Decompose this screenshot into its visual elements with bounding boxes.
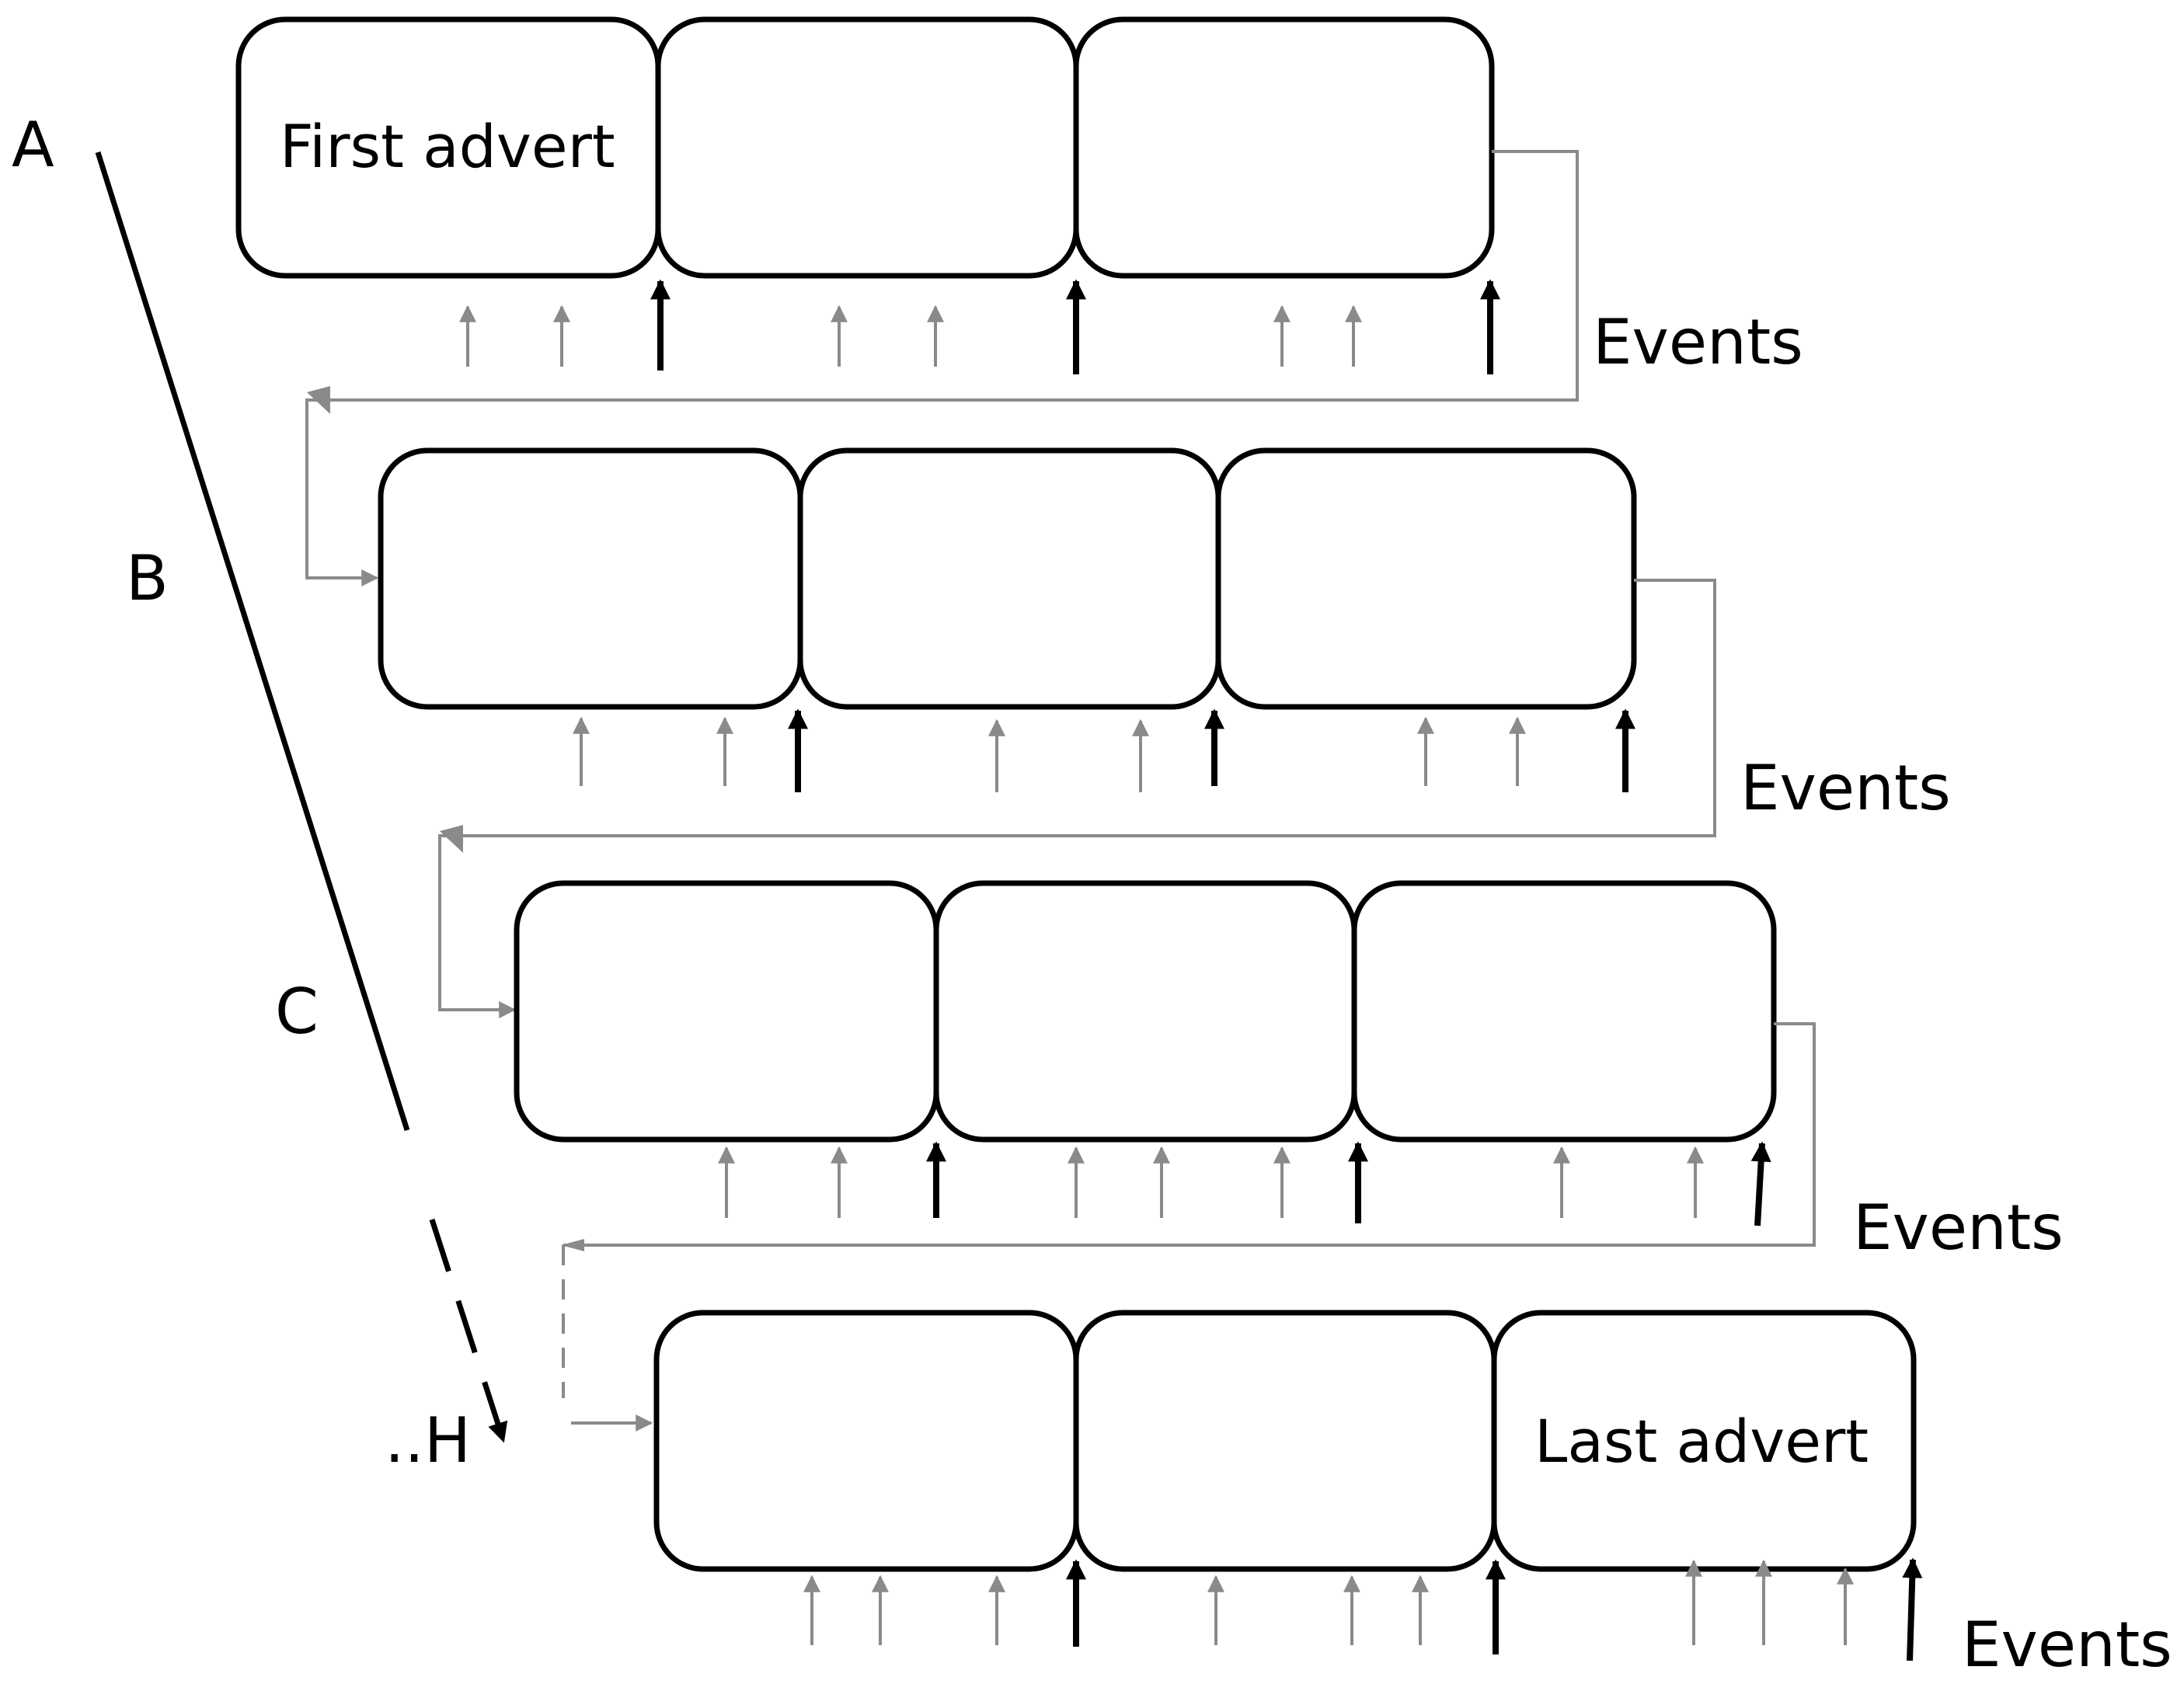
advert-row-3: Events [514,880,2064,1264]
advert-box [1215,447,1637,710]
row-connector [563,1022,1816,1247]
advert-row-1: First advert Events [235,16,1803,378]
advert-box [1491,1310,1917,1572]
advert-box [514,880,939,1143]
advert-box [655,16,1079,279]
row-connector [438,579,1716,1018]
advert-box [378,447,803,710]
advert-box [797,447,1221,710]
events-label: Events [1962,1609,2172,1681]
row-label-a: A [12,109,54,181]
row-label-b: B [126,542,169,614]
event-arrows [718,1141,1771,1226]
advert-box [1351,880,1777,1143]
event-arrows [459,279,1500,374]
connector-arrowhead [440,825,463,853]
advert-row-2: Events [378,447,1951,824]
advert-box [1073,16,1495,279]
row-connector [305,150,1579,586]
sequence-index-line [95,151,508,1443]
advert-box [933,880,1357,1143]
event-arrows [573,708,1635,792]
connector-arrowhead [561,1239,584,1251]
row-label-h: ..H [385,1404,471,1477]
events-label: Events [1593,306,1803,378]
advert-box [653,1310,1079,1572]
events-label: Events [1853,1192,2064,1264]
advert-box [1073,1310,1497,1572]
events-label: Events [1740,752,1951,824]
last-advert-label: Last advert [1534,1407,1869,1476]
connector-arrowhead [307,386,330,414]
advert-row-4: Last advert Events [653,1310,2172,1681]
event-arrows [803,1557,1923,1661]
row-label-c: C [275,976,319,1048]
first-advert-label: First advert [280,112,615,181]
